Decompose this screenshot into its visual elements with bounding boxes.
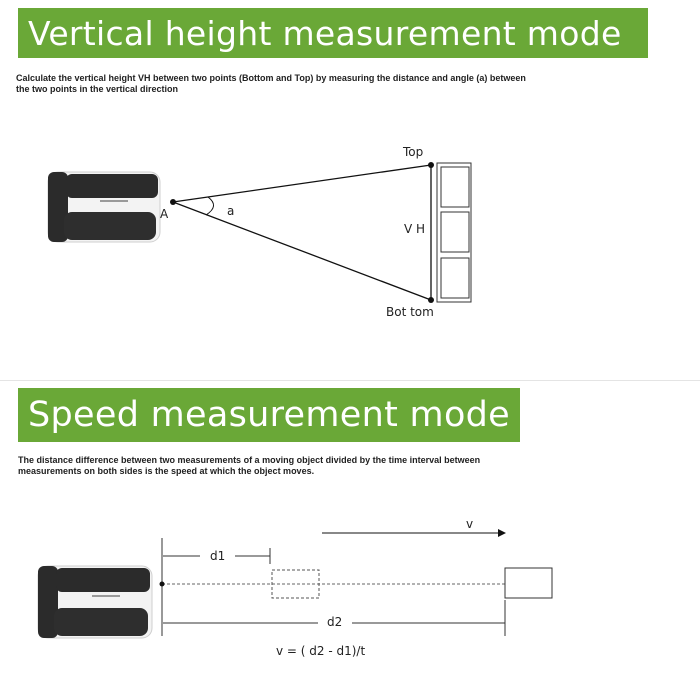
d2-label: d2 [327,615,342,629]
section-divider [0,380,700,381]
speed-mode-description-line1: The distance difference between two meas… [18,455,481,465]
building-icon [436,162,472,303]
line-to-top [172,164,432,203]
angle-label: a [227,204,234,218]
object-second-position [504,567,553,599]
point-a-label: A [160,207,169,221]
origin-dot [159,581,165,587]
speed-mode-description: The distance difference between two meas… [18,455,618,477]
vertical-height-description-line2: the two points in the vertical direction [16,84,179,94]
vertical-height-description: Calculate the vertical height VH between… [16,73,656,95]
top-point-dot [428,162,434,168]
bottom-label: Bot tom [386,305,434,319]
vertical-height-title: Vertical height measurement mode [18,8,648,58]
rangefinder-device-icon [47,171,161,243]
top-label: Top [402,145,423,159]
rangefinder-device-icon-2 [37,565,153,639]
d1-label: d1 [210,549,225,563]
line-to-bottom [172,201,432,301]
speed-mode-title: Speed measurement mode [18,388,520,442]
vh-label: V H [404,222,425,236]
velocity-label: v [466,517,473,531]
vertical-height-description-line1: Calculate the vertical height VH between… [16,73,526,83]
object-first-position [271,569,320,599]
speed-formula: v = ( d2 - d1)/t [276,644,365,658]
speed-mode-description-line2: measurements on both sides is the speed … [18,466,315,476]
velocity-arrowhead-icon [498,529,506,537]
angle-arc [205,196,214,216]
bottom-point-dot [428,297,434,303]
